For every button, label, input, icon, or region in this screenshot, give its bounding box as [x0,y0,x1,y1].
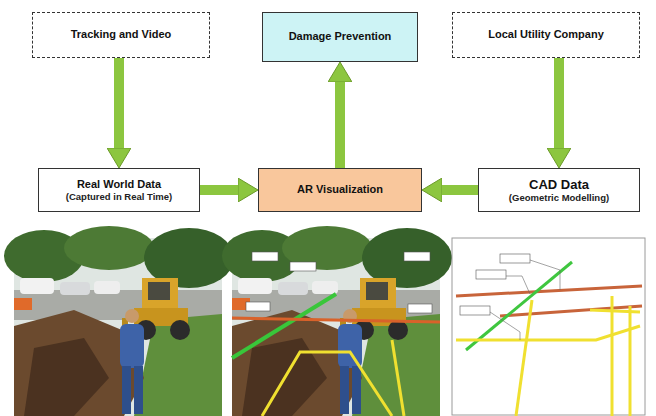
node-label: Real World Data [77,178,161,191]
ar-overlay-photo [222,226,452,416]
node-label: AR Visualization [297,183,383,196]
process-box: AR Visualization [258,168,422,212]
node-label: CAD Data [529,177,589,193]
node-label: Damage Prevention [289,30,392,43]
cad-model-view [452,238,645,416]
goal-box: Damage Prevention [262,12,418,62]
data-box: Real World Data(Captured in Real Time) [38,168,200,212]
excavation-photo [4,226,234,416]
node-subtitle: (Geometric Modelling) [509,192,609,203]
node-subtitle: (Captured in Real Time) [66,191,172,202]
flow-arrow [114,58,124,148]
source-box: Tracking and Video [32,12,210,58]
flow-arrow [335,82,345,168]
node-label: Tracking and Video [71,28,172,41]
data-box: CAD Data(Geometric Modelling) [478,168,640,212]
node-label: Local Utility Company [488,28,604,41]
flow-arrow [554,58,564,148]
source-box: Local Utility Company [452,12,640,58]
flow-arrow [442,185,478,195]
flow-arrow [200,185,238,195]
